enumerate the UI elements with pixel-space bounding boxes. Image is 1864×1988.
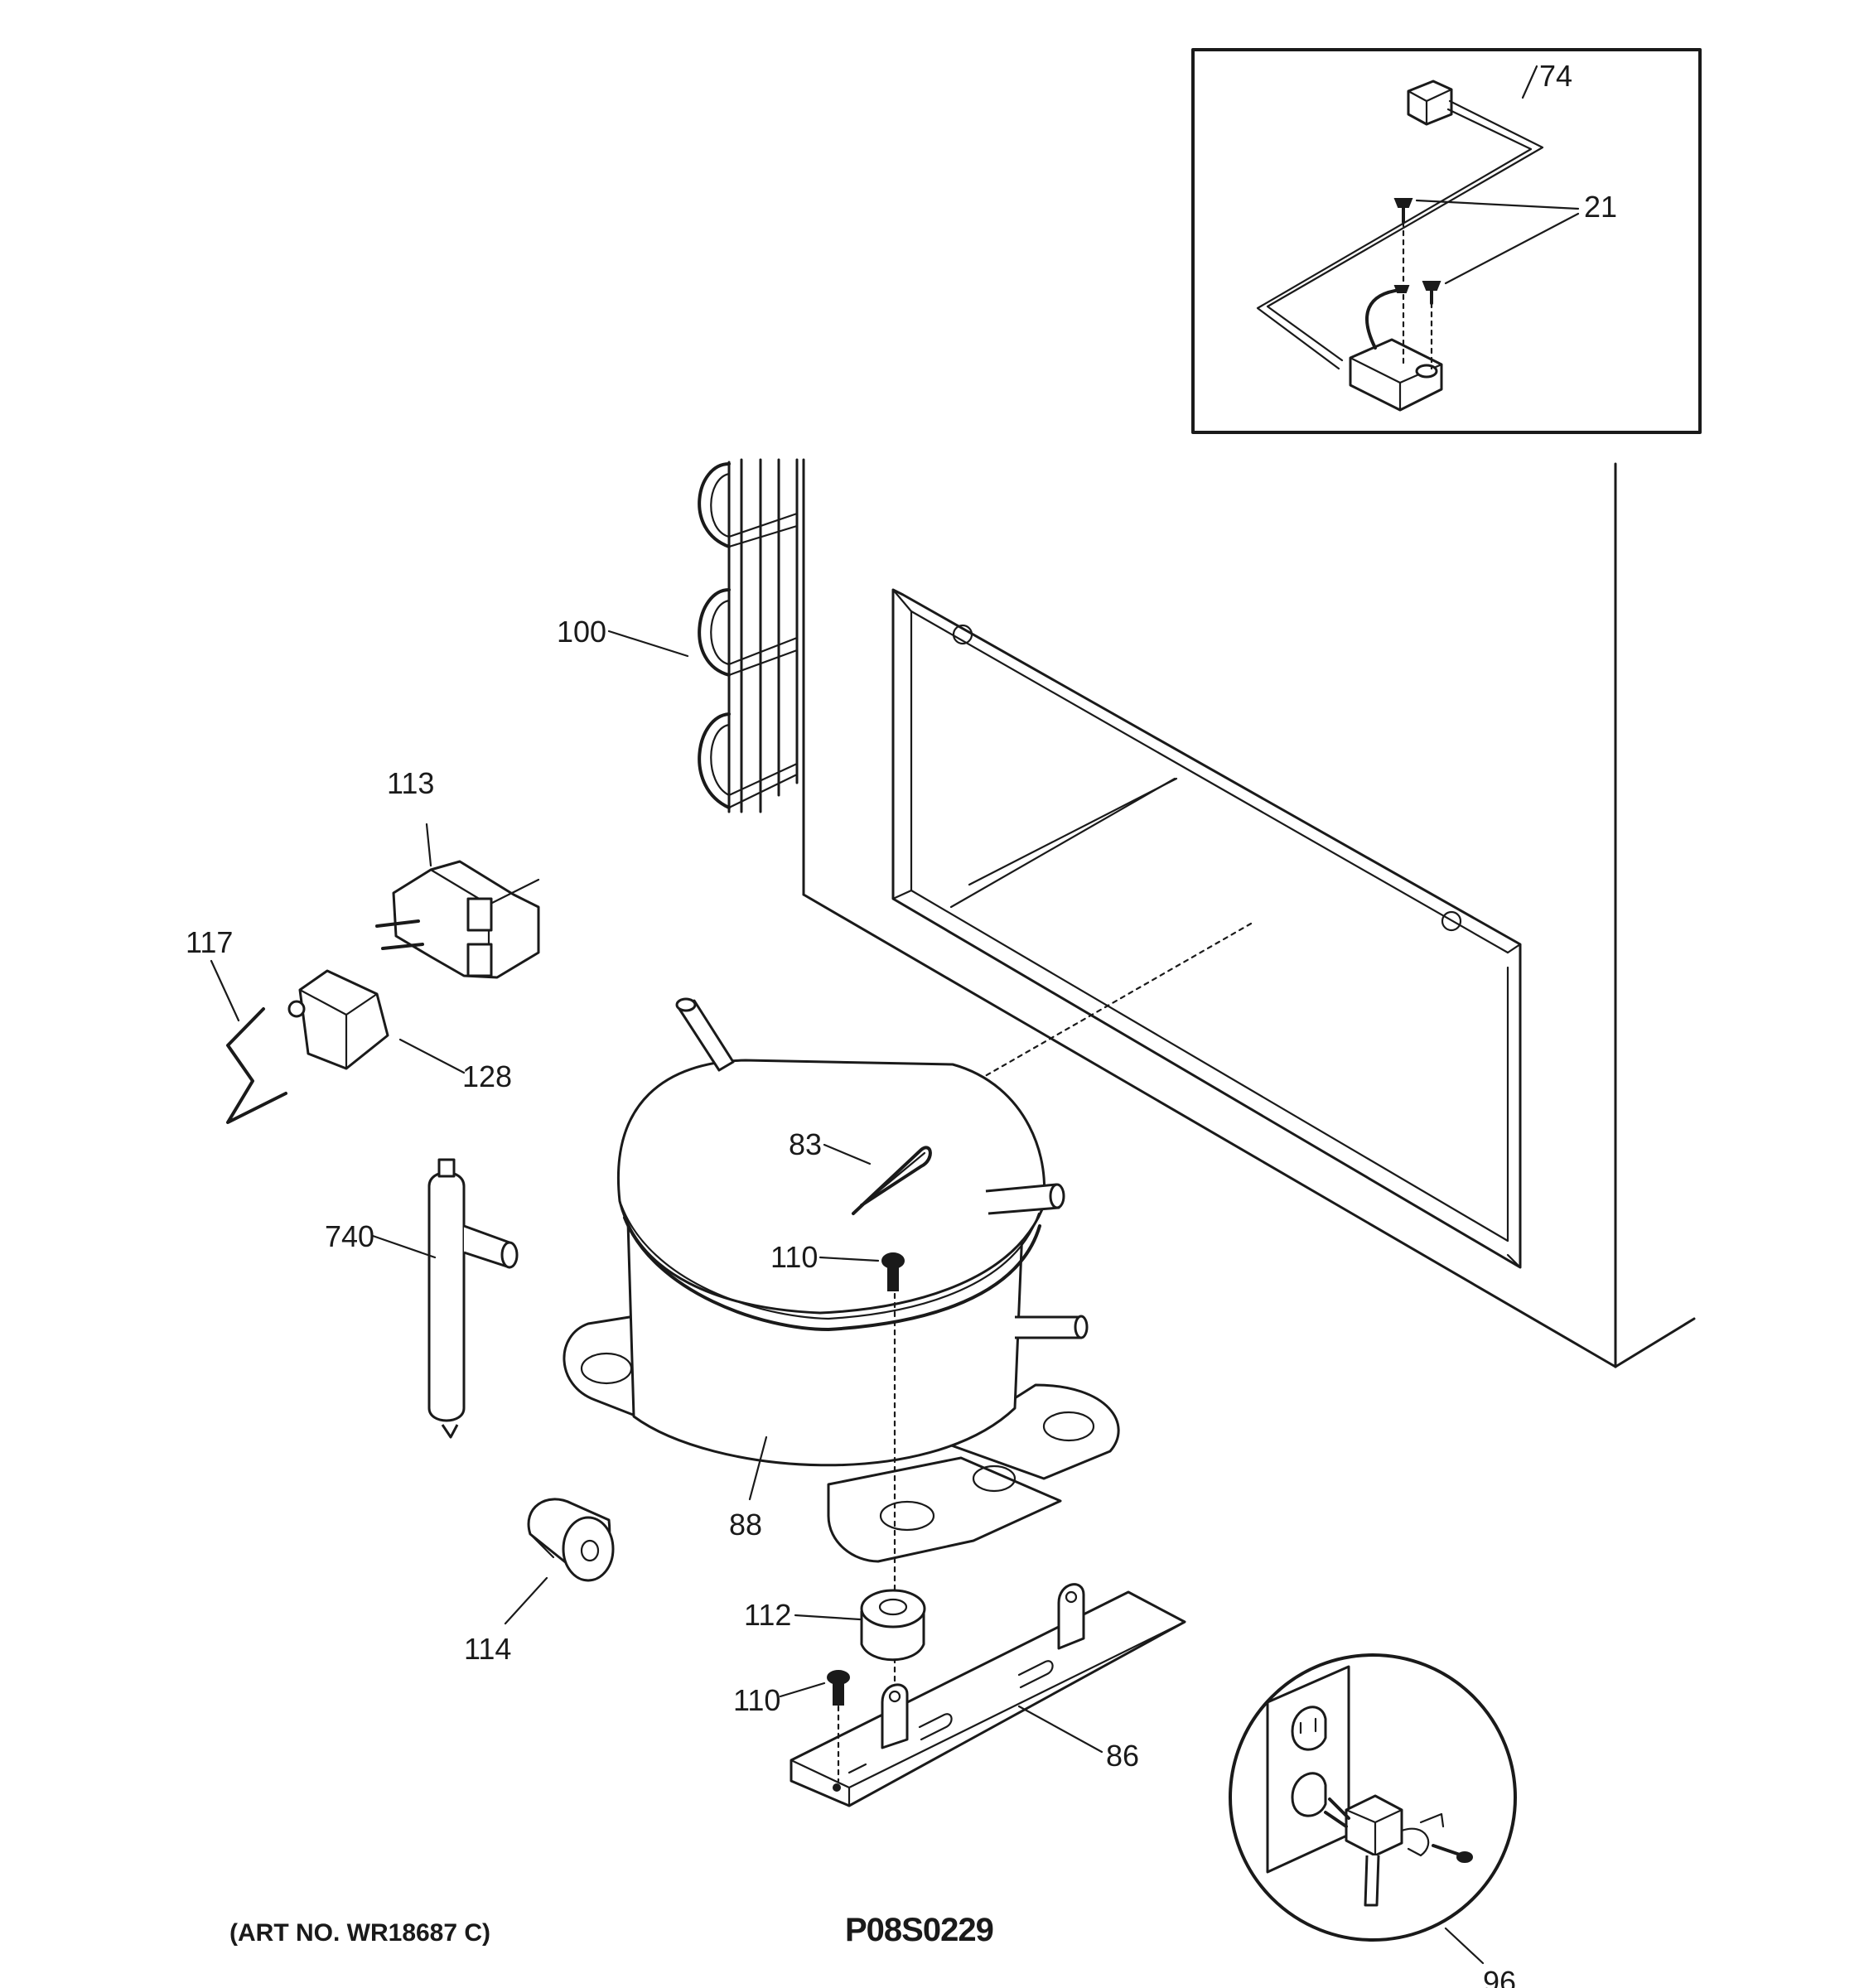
condenser-coil: 100 xyxy=(557,458,799,813)
screw-110-top: 110 xyxy=(770,1240,905,1291)
callout-74: 74 xyxy=(1539,59,1572,93)
cabinet-back xyxy=(802,458,1696,1368)
callout-128: 128 xyxy=(462,1059,512,1093)
callout-110-bottom: 110 xyxy=(733,1683,780,1717)
callout-110-top: 110 xyxy=(770,1240,818,1274)
overload-128: 128 xyxy=(287,969,512,1093)
clip-117: 117 xyxy=(186,925,287,1124)
callout-96: 96 xyxy=(1483,1965,1516,1988)
callout-83: 83 xyxy=(789,1127,822,1161)
callout-112: 112 xyxy=(744,1598,791,1632)
callout-740: 740 xyxy=(325,1219,374,1253)
clip-83: 83 xyxy=(789,1127,932,1215)
callout-117: 117 xyxy=(186,925,233,959)
bracket-86: 86 xyxy=(790,1583,1186,1807)
callout-113: 113 xyxy=(387,766,434,800)
diagram-code: P08S0229 xyxy=(845,1912,993,1948)
callout-114: 114 xyxy=(464,1632,511,1666)
grommet-114: 114 xyxy=(464,1498,615,1666)
callout-86: 86 xyxy=(1106,1739,1139,1773)
grommet-112: 112 xyxy=(744,1589,926,1662)
power-cord-detail-96: 96 xyxy=(1229,1653,1517,1988)
callout-88: 88 xyxy=(729,1508,762,1542)
callout-100: 100 xyxy=(557,615,606,649)
callout-21: 21 xyxy=(1584,190,1617,224)
screw-110-bottom: 110 xyxy=(733,1670,850,1783)
drier-740: 740 xyxy=(325,1158,519,1439)
compressor-88: 88 xyxy=(563,997,1120,1725)
relay-113: 113 xyxy=(375,766,540,979)
inset-harness-detail: 74 21 xyxy=(1191,48,1702,434)
art-number: (ART NO. WR18687 C) xyxy=(229,1919,490,1947)
